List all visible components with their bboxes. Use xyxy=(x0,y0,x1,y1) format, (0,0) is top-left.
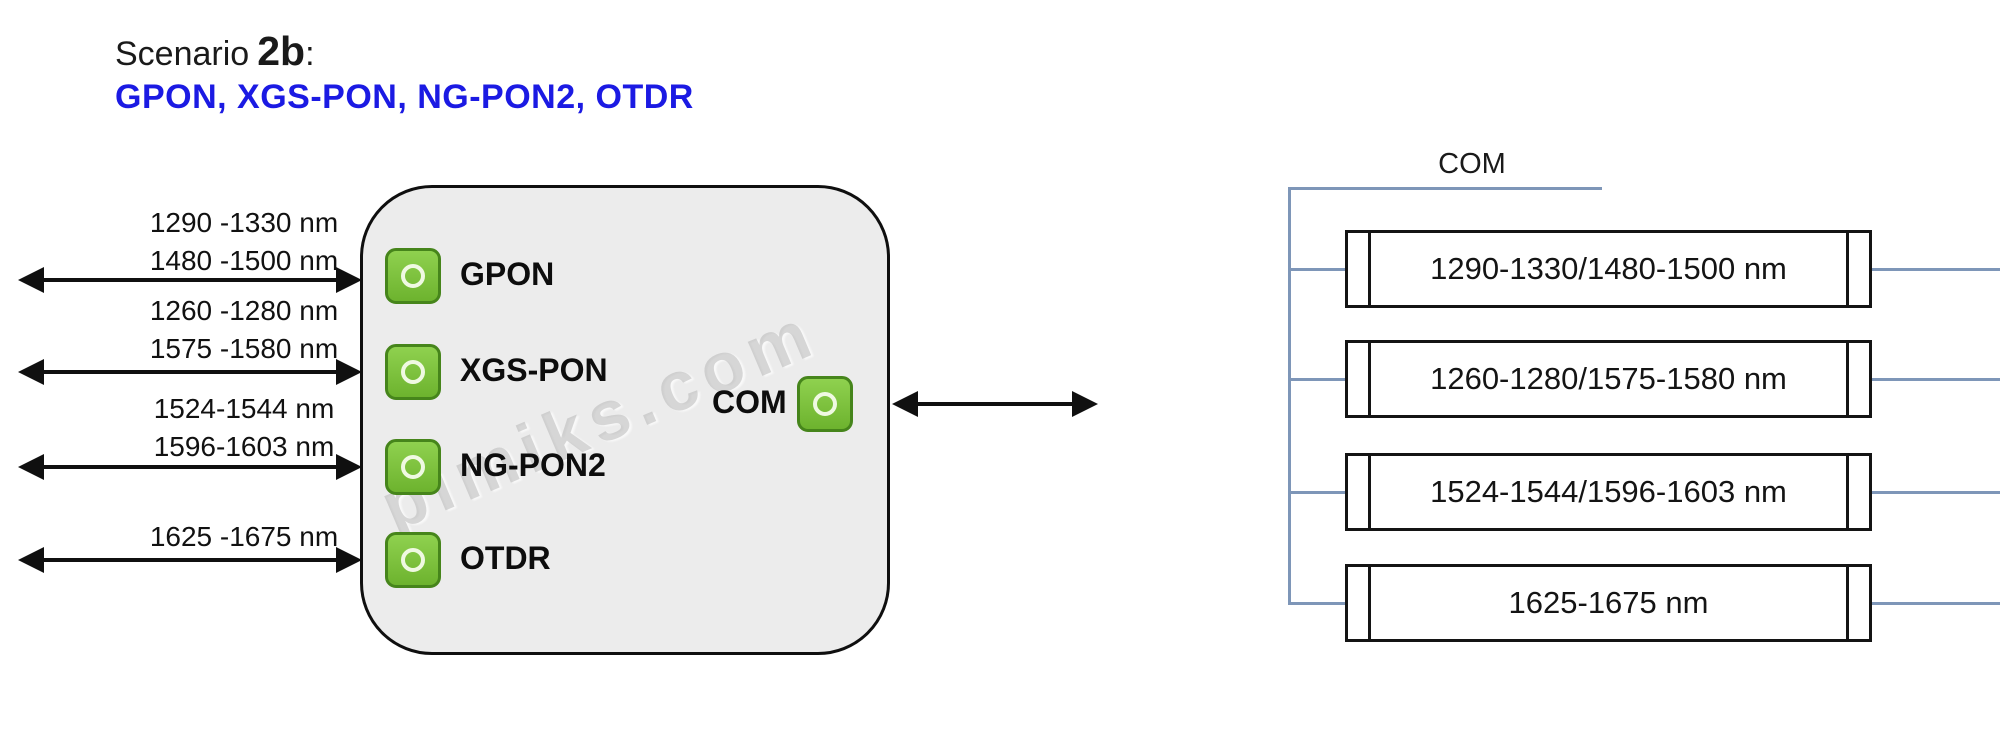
com-bus-top-line xyxy=(1288,187,1602,190)
gpon-port xyxy=(385,248,441,304)
xgspon-wavelengths: 1260 -1280 nm 1575 -1580 nm xyxy=(84,292,404,368)
gpon-port-label: GPON xyxy=(460,256,555,292)
ngpon2-port-connector-icon xyxy=(401,455,425,479)
filter-module-2: 1260-1280/1575-1580 nm xyxy=(1345,340,1872,418)
gpon-wavelength-line1: 1290 -1330 nm xyxy=(149,207,339,238)
filter4-branch-line xyxy=(1288,602,1346,605)
filter-bank-com-label: COM xyxy=(1438,148,1506,180)
gpon-port-connector-icon xyxy=(401,264,425,288)
filter2-output-line xyxy=(1870,378,2000,381)
filter-module-2-label: 1260-1280/1575-1580 nm xyxy=(1430,361,1787,396)
ngpon2-bidirectional-arrow xyxy=(18,454,362,480)
filter-module-4-label: 1625-1675 nm xyxy=(1508,585,1709,620)
ngpon2-port-label: NG-PON2 xyxy=(460,447,606,483)
otdr-port xyxy=(385,532,441,588)
scenario-number: 2b xyxy=(257,28,306,74)
filter4-output-line xyxy=(1870,602,2000,605)
gpon-wavelength-line2: 1480 -1500 nm xyxy=(149,245,339,276)
otdr-port-connector-icon xyxy=(401,548,425,572)
xgspon-wavelength-line2: 1575 -1580 nm xyxy=(149,333,339,364)
filter-module-4: 1625-1675 nm xyxy=(1345,564,1872,642)
ngpon2-wavelength-line1: 1524-1544 nm xyxy=(153,393,335,424)
otdr-wavelength-line1: 1625 -1675 nm xyxy=(149,521,339,552)
otdr-bidirectional-arrow xyxy=(18,547,362,573)
ngpon2-wavelengths: 1524-1544 nm 1596-1603 nm xyxy=(84,390,404,466)
filter-module-3: 1524-1544/1596-1603 nm xyxy=(1345,453,1872,531)
xgspon-port-connector-icon xyxy=(401,360,425,384)
filter-module-1-label: 1290-1330/1480-1500 nm xyxy=(1430,251,1787,286)
filter3-output-line xyxy=(1870,491,2000,494)
ngpon2-port xyxy=(385,439,441,495)
xgspon-port xyxy=(385,344,441,400)
com-port-connector-icon xyxy=(813,392,837,416)
gpon-bidirectional-arrow xyxy=(18,267,362,293)
filter1-output-line xyxy=(1870,268,2000,271)
com-bus-vertical-line xyxy=(1288,187,1291,605)
filter-module-3-label: 1524-1544/1596-1603 nm xyxy=(1430,474,1787,509)
com-bidirectional-arrow xyxy=(892,391,1098,417)
ngpon2-wavelength-line2: 1596-1603 nm xyxy=(153,431,335,462)
xgspon-port-label: XGS-PON xyxy=(460,352,608,388)
otdr-wavelengths: 1625 -1675 nm xyxy=(84,518,404,556)
scenario-subtitle: GPON, XGS-PON, NG-PON2, OTDR xyxy=(115,78,694,116)
gpon-wavelengths: 1290 -1330 nm 1480 -1500 nm xyxy=(84,204,404,280)
filter3-branch-line xyxy=(1288,491,1346,494)
filter1-branch-line xyxy=(1288,268,1346,271)
com-port-label: COM xyxy=(712,384,787,420)
otdr-port-label: OTDR xyxy=(460,540,551,576)
com-port xyxy=(797,376,853,432)
scenario-colon: : xyxy=(305,35,315,73)
xgspon-wavelength-line1: 1260 -1280 nm xyxy=(149,295,339,326)
scenario-label: Scenario xyxy=(115,35,250,73)
xgspon-bidirectional-arrow xyxy=(18,359,362,385)
filter2-branch-line xyxy=(1288,378,1346,381)
filter-module-1: 1290-1330/1480-1500 nm xyxy=(1345,230,1872,308)
